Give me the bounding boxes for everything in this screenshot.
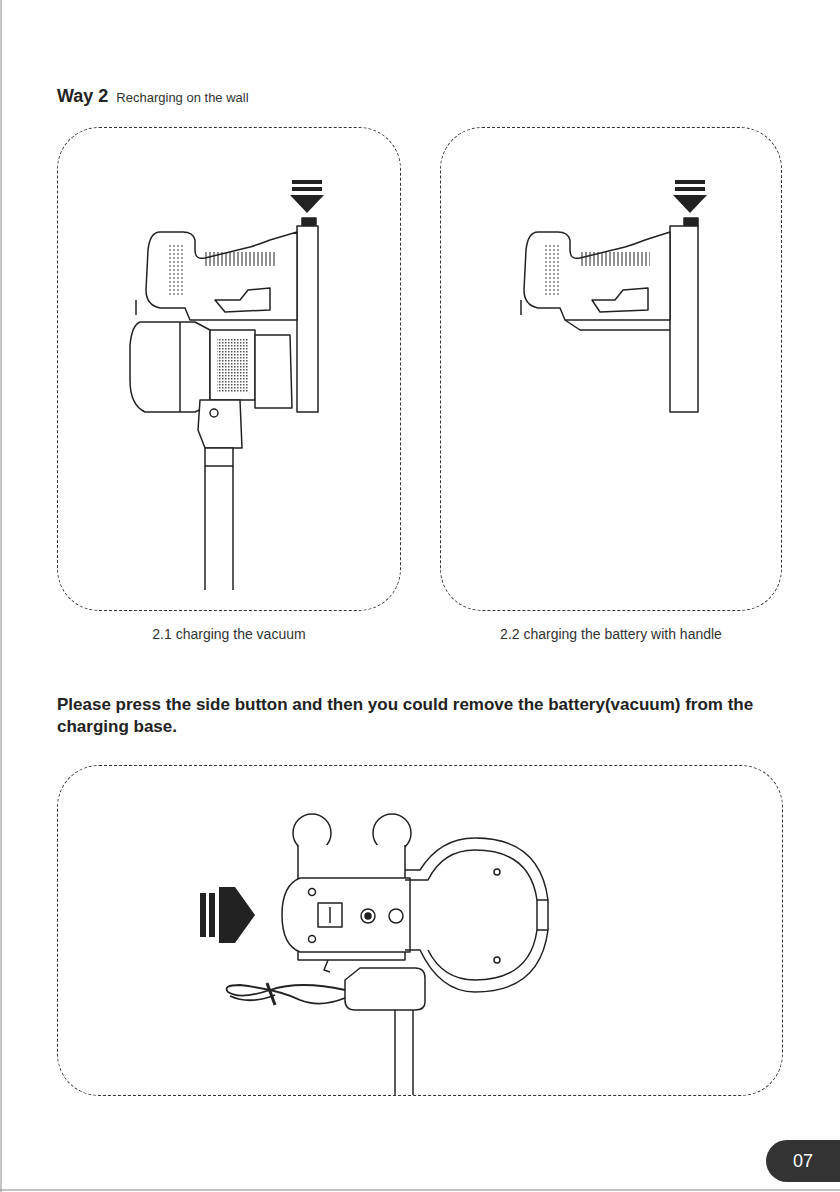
figure-panel: 2.1 charging the vacuum [57,127,401,611]
instruction-text: Please press the side button and then yo… [57,694,787,738]
figure-caption: 2.1 charging the vacuum [58,626,400,642]
figure-caption: 2.2 charging the battery with handle [441,626,781,642]
vacuum-wall-mount [130,180,324,590]
page-number: 07 [793,1151,813,1172]
figure-panel: 2.2 charging the battery with handle [440,127,782,611]
section-title: Way 2 [57,86,108,107]
figure-panel [57,765,783,1096]
handle-wall-mount [521,180,707,412]
page-number-tab: 07 [766,1140,840,1182]
section-subtitle: Recharging on the wall [116,90,248,105]
charging-base [200,814,548,1095]
